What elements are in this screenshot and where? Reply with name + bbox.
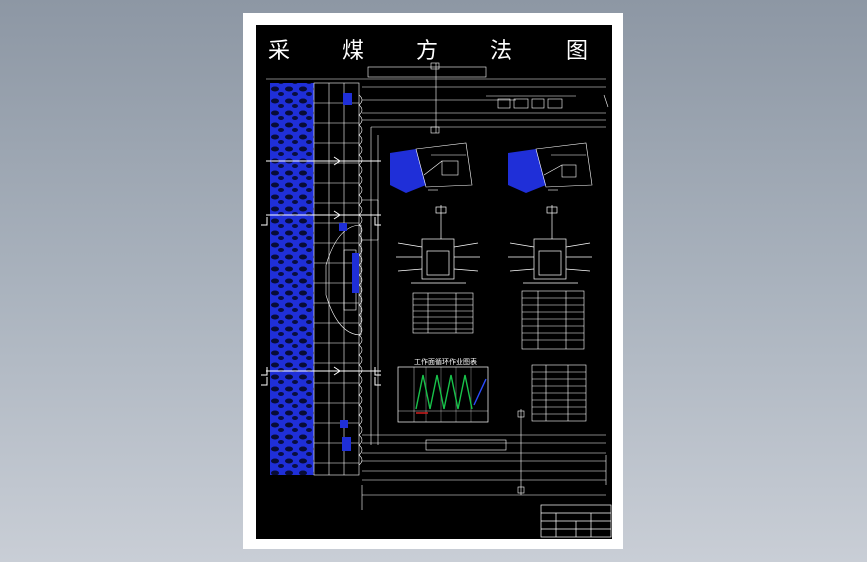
gateroad-equipment bbox=[486, 94, 609, 109]
coal-seam bbox=[270, 83, 314, 475]
support-diagram-left bbox=[396, 205, 480, 284]
support-diagram-right bbox=[508, 205, 592, 284]
cross-section-left bbox=[390, 142, 473, 193]
title-char-5: 图 bbox=[566, 39, 589, 64]
support-grid bbox=[313, 82, 360, 476]
cross-section-right bbox=[508, 142, 593, 193]
spec-table-left bbox=[412, 292, 474, 334]
spec-table-right bbox=[521, 290, 585, 350]
gateroad-lines bbox=[266, 62, 607, 510]
cad-drawing-area: 采 煤 方 法 图 bbox=[256, 25, 612, 539]
title-char-3: 方 bbox=[416, 39, 439, 64]
cycle-chart bbox=[397, 366, 489, 423]
title-block bbox=[540, 504, 612, 538]
title-char-1: 采 bbox=[268, 39, 291, 64]
cycle-advance-line bbox=[473, 378, 487, 406]
mining-method-drawing: 工作面循环作业图表 bbox=[261, 62, 612, 538]
title-char-4: 法 bbox=[490, 39, 513, 64]
face-accents bbox=[339, 93, 359, 451]
cycle-shearer-line bbox=[415, 374, 473, 410]
spec-table-lower bbox=[531, 364, 587, 422]
section-cut-marks bbox=[261, 156, 381, 386]
title-char-2: 煤 bbox=[342, 39, 365, 64]
cycle-chart-caption: 工作面循环作业图表 bbox=[414, 357, 477, 366]
